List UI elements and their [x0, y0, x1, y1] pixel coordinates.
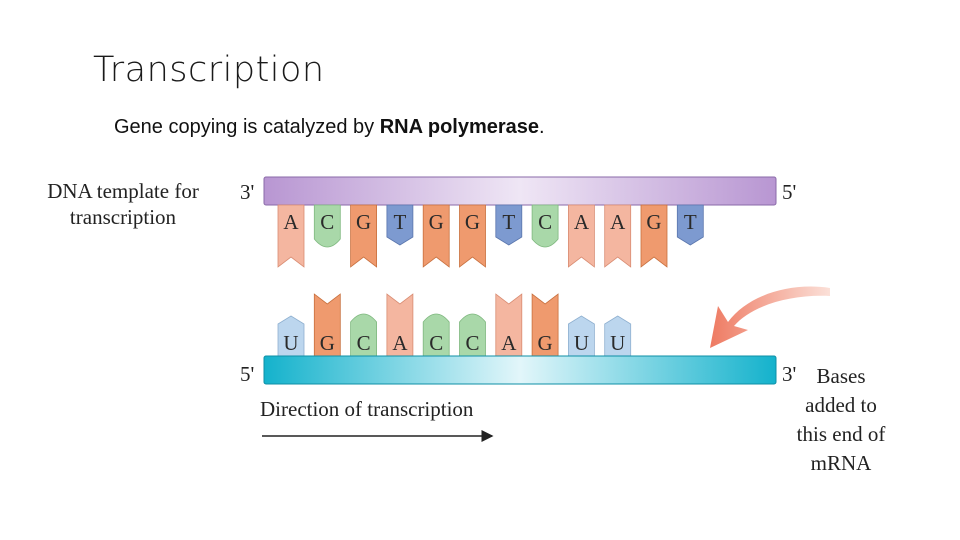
mrna-base-C: C: [350, 313, 377, 357]
bases-note-line3: this end of: [796, 422, 886, 446]
template-base-letter: G: [429, 210, 444, 234]
mrna-base-G: G: [531, 293, 559, 357]
template-base-T: T: [676, 204, 704, 246]
mrna-base-U: U: [277, 315, 305, 357]
template-base-shape: [313, 204, 341, 248]
template-base-letter: A: [610, 210, 626, 234]
template-base-shape: [676, 204, 704, 246]
mrna-base-G: G: [313, 293, 341, 357]
template-label-line2: transcription: [69, 205, 177, 229]
mrna-base-letter: C: [465, 331, 479, 355]
template-left-end-label: 3': [240, 180, 255, 204]
template-base-shape: [531, 204, 559, 248]
template-base-G: G: [350, 204, 377, 268]
mrna-base-shape: [350, 313, 377, 357]
bases-note-line1: Bases: [816, 364, 866, 388]
template-base-A: A: [604, 204, 632, 268]
template-base-letter: A: [574, 210, 590, 234]
mrna-base-letter: C: [429, 331, 443, 355]
template-base-letter: C: [538, 210, 552, 234]
bases-note-line2: added to: [805, 393, 877, 417]
template-base-G: G: [422, 204, 450, 268]
template-base-shape: [386, 204, 414, 246]
template-base-letter: A: [283, 210, 299, 234]
template-base-shape: [459, 204, 486, 268]
slide-subtitle: Gene copying is catalyzed by RNA polymer…: [114, 116, 545, 139]
mrna-base-letter: U: [283, 331, 298, 355]
mrna-left-end-label: 5': [240, 362, 255, 386]
template-label: DNA template for transcription: [28, 178, 218, 230]
template-base-shape: [495, 204, 523, 246]
mrna-base-U: U: [568, 315, 595, 357]
template-base-letter: G: [646, 210, 661, 234]
subtitle-text: Gene copying is catalyzed by: [114, 116, 380, 138]
mrna-base-U: U: [604, 315, 632, 357]
template-base-shape: [350, 204, 377, 268]
bases-added-note: Bases added to this end of mRNA: [780, 362, 902, 478]
template-base-letter: C: [320, 210, 334, 234]
template-base-letter: G: [465, 210, 480, 234]
mrna-base-letter: G: [538, 331, 553, 355]
template-base-letter: T: [502, 210, 515, 234]
curved-addition-arrow: [710, 286, 830, 348]
mrna-base-letter: A: [501, 331, 517, 355]
template-base-letter: T: [684, 210, 697, 234]
direction-label: Direction of transcription: [260, 397, 474, 421]
template-right-end-label: 5': [782, 180, 797, 204]
template-base-shape: [604, 204, 632, 268]
template-base-G: G: [640, 204, 668, 268]
mrna-base-letter: U: [574, 331, 589, 355]
mrna-base-C: C: [459, 313, 486, 357]
template-base-G: G: [459, 204, 486, 268]
template-base-A: A: [568, 204, 595, 268]
template-base-A: A: [277, 204, 305, 268]
mrna-base-A: A: [495, 293, 523, 357]
mrna-base-A: A: [386, 293, 414, 357]
template-strand-bar: [263, 176, 777, 206]
template-base-letter: G: [356, 210, 371, 234]
template-base-letter: T: [393, 210, 406, 234]
template-base-shape: [568, 204, 595, 268]
template-base-T: T: [495, 204, 523, 246]
mrna-base-shape: [459, 313, 486, 357]
mrna-base-letter: A: [392, 331, 408, 355]
template-base-T: T: [386, 204, 414, 246]
mrna-base-shape: [422, 313, 450, 357]
template-base-C: C: [313, 204, 341, 248]
mrna-base-C: C: [422, 313, 450, 357]
mrna-right-end-label: 3': [782, 362, 797, 386]
template-label-line1: DNA template for: [47, 179, 199, 203]
mrna-strand-bar: [263, 355, 777, 385]
slide-title: Transcription: [93, 50, 325, 90]
mrna-base-letter: U: [610, 331, 625, 355]
template-base-shape: [277, 204, 305, 268]
template-base-shape: [640, 204, 668, 268]
subtitle-emphasis: RNA polymerase: [379, 116, 540, 138]
subtitle-period: .: [539, 116, 545, 138]
template-base-C: C: [531, 204, 559, 248]
bases-note-line4: mRNA: [810, 451, 872, 475]
mrna-base-letter: G: [320, 331, 335, 355]
mrna-base-letter: C: [357, 331, 371, 355]
template-base-shape: [422, 204, 450, 268]
